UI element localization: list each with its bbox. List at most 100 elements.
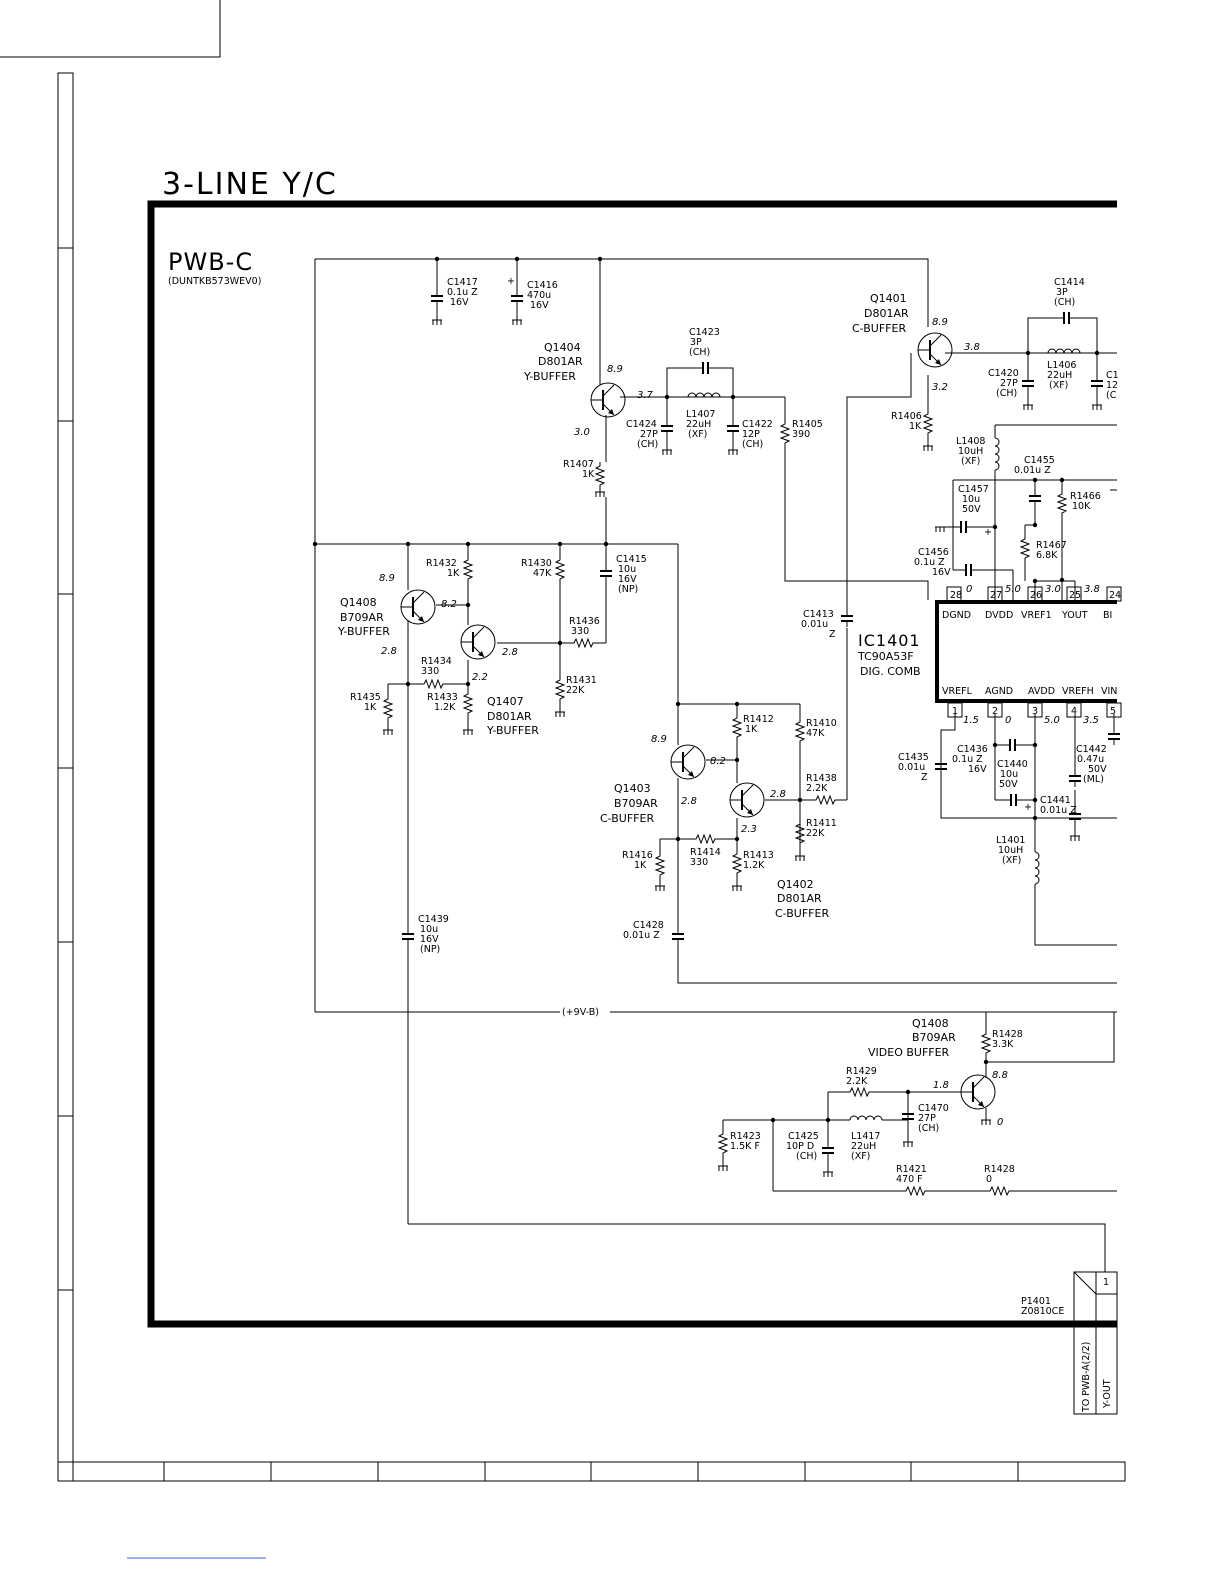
svg-text:C1457: C1457 xyxy=(958,484,989,495)
pin-3-num: 3 xyxy=(1032,706,1038,717)
svg-text:C-BUFFER: C-BUFFER xyxy=(775,907,829,920)
svg-text:R1423: R1423 xyxy=(730,1131,761,1142)
svg-text:8.9: 8.9 xyxy=(932,317,948,328)
svg-text:Q1408: Q1408 xyxy=(340,596,377,609)
svg-text:330: 330 xyxy=(421,666,439,677)
board-code: (DUNTKB573WEV0) xyxy=(168,276,261,287)
svg-text:22uH: 22uH xyxy=(851,1141,876,1152)
pin-5-num: 5 xyxy=(1110,706,1116,717)
svg-text:C1415: C1415 xyxy=(616,554,647,565)
pin-26-voltage: 3.0 xyxy=(1045,584,1061,595)
svg-text:R1436: R1436 xyxy=(569,616,600,627)
svg-text:C1455: C1455 xyxy=(1024,455,1055,466)
svg-text:L1406: L1406 xyxy=(1047,360,1076,371)
svg-text:C1439: C1439 xyxy=(418,914,449,925)
board-frame xyxy=(147,200,1117,1328)
grid-ruler-left xyxy=(57,72,74,1482)
svg-text:1.5K F: 1.5K F xyxy=(730,1141,760,1152)
svg-text:330: 330 xyxy=(571,626,589,637)
svg-text:1.2K: 1.2K xyxy=(743,860,765,871)
svg-text:Y-BUFFER: Y-BUFFER xyxy=(337,625,390,638)
svg-text:8.9: 8.9 xyxy=(379,573,395,584)
pin-27-name: DVDD xyxy=(985,610,1013,621)
svg-text:+: + xyxy=(1024,802,1032,813)
pin-4-name: VREFH xyxy=(1062,686,1094,697)
svg-text:(CH): (CH) xyxy=(996,388,1017,399)
label-q1402: Q1402 D801AR C-BUFFER 2.8 2.3 xyxy=(741,789,829,920)
svg-text:0.1u Z: 0.1u Z xyxy=(914,557,945,568)
label-q1408-video: Q1408 B709AR VIDEO BUFFER 8.8 1.8 0 xyxy=(868,1017,1008,1128)
svg-text:R1435: R1435 xyxy=(350,692,381,703)
svg-text:1K: 1K xyxy=(447,568,460,579)
svg-text:1K: 1K xyxy=(582,469,595,480)
svg-text:330: 330 xyxy=(690,857,708,868)
connector-destination: TO PWB-A(2/2) xyxy=(1081,1342,1092,1413)
pin-1-name: VREFL xyxy=(942,686,973,697)
svg-text:C1428: C1428 xyxy=(633,920,664,931)
svg-text:R1431: R1431 xyxy=(566,675,597,686)
section-title: 3-LINE Y/C xyxy=(162,167,338,202)
svg-text:Y-BUFFER: Y-BUFFER xyxy=(486,724,539,737)
svg-text:1.2K: 1.2K xyxy=(434,702,456,713)
svg-text:C1441: C1441 xyxy=(1040,795,1071,806)
svg-text:R1433: R1433 xyxy=(427,692,458,703)
pin-27-num: 27 xyxy=(990,590,1002,601)
wiring xyxy=(314,258,1117,1272)
svg-text:16V: 16V xyxy=(968,764,987,775)
svg-text:R1434: R1434 xyxy=(421,656,452,667)
svg-text:R1430: R1430 xyxy=(521,558,552,569)
svg-text:(C: (C xyxy=(1106,390,1117,401)
svg-text:C1416: C1416 xyxy=(527,280,558,291)
svg-text:L1417: L1417 xyxy=(851,1131,880,1142)
pin-28-num: 28 xyxy=(950,590,962,601)
board-name: PWB-C xyxy=(168,248,253,276)
svg-text:C1442: C1442 xyxy=(1076,744,1107,755)
svg-text:(XF): (XF) xyxy=(688,429,707,440)
svg-text:0.01u Z: 0.01u Z xyxy=(1040,805,1077,816)
svg-text:(CH): (CH) xyxy=(637,439,658,450)
svg-text:1K: 1K xyxy=(364,702,377,713)
svg-text:10uH: 10uH xyxy=(998,845,1023,856)
svg-text:8.2: 8.2 xyxy=(710,756,726,767)
svg-text:(NP): (NP) xyxy=(420,944,440,955)
svg-text:Z: Z xyxy=(829,629,836,640)
svg-text:3P: 3P xyxy=(1056,287,1068,298)
pin-3-voltage: 5.0 xyxy=(1044,715,1060,726)
svg-text:B709AR: B709AR xyxy=(912,1031,956,1044)
pin-28-voltage: 0 xyxy=(966,584,972,595)
ic-part: TC90A53F xyxy=(857,650,914,663)
svg-text:8.9: 8.9 xyxy=(651,734,667,745)
ic-func: DIG. COMB xyxy=(860,665,921,678)
svg-text:D801AR: D801AR xyxy=(487,710,532,723)
svg-text:(XF): (XF) xyxy=(851,1151,870,1162)
svg-text:0.01u: 0.01u xyxy=(898,762,925,773)
svg-text:0: 0 xyxy=(986,1174,992,1185)
connector-signal: Y-OUT xyxy=(1102,1379,1113,1409)
svg-text:R1421: R1421 xyxy=(896,1164,927,1175)
svg-text:0.01u Z: 0.01u Z xyxy=(623,930,660,941)
grid-ruler-bottom xyxy=(57,1461,1126,1482)
svg-text:Q1401: Q1401 xyxy=(870,292,907,305)
